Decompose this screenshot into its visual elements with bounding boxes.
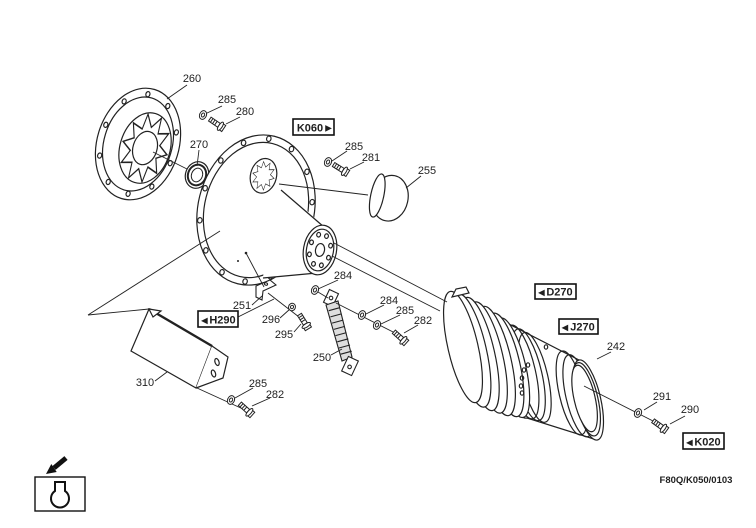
- ref-box-k060-label: K060: [297, 123, 323, 135]
- bolt-282-2: [236, 399, 257, 420]
- part-label-285-1: 285: [218, 94, 236, 106]
- corner-arrow-icon: [46, 456, 68, 474]
- part-label-250: 250: [313, 352, 331, 364]
- seal-270: [184, 161, 210, 189]
- bolt-295: [294, 311, 313, 332]
- part-label-285-3: 285: [396, 305, 414, 317]
- washer-285-2: [322, 155, 334, 169]
- part-label-295: 295: [275, 329, 293, 341]
- nut-296: [288, 302, 296, 312]
- part-label-284-2: 284: [380, 295, 398, 307]
- washer-285-1: [197, 108, 209, 122]
- fasteners: [197, 108, 670, 436]
- part-label-281: 281: [362, 152, 380, 164]
- washer-291: [632, 406, 644, 420]
- part-label-270: 270: [190, 139, 208, 151]
- ref-box-d270-label: D270: [546, 287, 572, 299]
- ref-arrow-right-icon: ▶: [324, 124, 332, 133]
- ref-box-j270[interactable]: ◀ J270: [558, 318, 599, 335]
- ground-strap-250: [322, 288, 360, 377]
- drive-flange-260: [94, 87, 182, 201]
- plug-cap-255: [368, 173, 409, 222]
- part-label-280: 280: [236, 106, 254, 118]
- part-label-255: 255: [418, 165, 436, 177]
- part-label-242: 242: [607, 341, 625, 353]
- bolt-280: [206, 114, 227, 133]
- hub-cylinder: [262, 189, 338, 279]
- ref-arrow-left-icon: ◀: [561, 323, 569, 332]
- washer-284-2: [356, 308, 368, 322]
- washer-285-3: [371, 318, 383, 332]
- ref-box-d270[interactable]: ◀ D270: [534, 283, 577, 300]
- part-label-285-2: 285: [345, 141, 363, 153]
- bolt-290: [649, 416, 670, 436]
- washer-285-4: [225, 393, 237, 407]
- ref-box-h290-label: H290: [209, 315, 235, 327]
- keyhole-icon: [50, 481, 70, 509]
- cover-plate-310: [130, 307, 229, 389]
- part-label-282-2: 282: [266, 389, 284, 401]
- ref-box-k060[interactable]: K060 ▶: [292, 118, 335, 136]
- part-label-296: 296: [262, 314, 280, 326]
- ref-arrow-left-icon: ◀: [537, 288, 545, 297]
- ref-arrow-left-icon: ◀: [200, 316, 208, 325]
- bolt-281: [330, 159, 351, 178]
- washer-284-1: [309, 283, 321, 297]
- ref-box-h290[interactable]: ◀ H290: [197, 310, 239, 328]
- leader-lines: [87, 84, 686, 425]
- part-label-260: 260: [183, 73, 201, 85]
- figure-code: F80Q/K050/0103: [660, 475, 733, 486]
- ref-box-j270-label: J270: [570, 322, 594, 334]
- bracket-251: [255, 279, 278, 301]
- part-label-284-1: 284: [334, 270, 352, 282]
- part-label-291: 291: [653, 391, 671, 403]
- drum-242: [442, 286, 605, 441]
- ref-arrow-left-icon: ◀: [685, 438, 693, 447]
- part-label-310: 310: [136, 377, 154, 389]
- part-label-285-4: 285: [249, 378, 267, 390]
- ref-box-k020-label: K020: [694, 437, 720, 449]
- ref-box-k020[interactable]: ◀ K020: [682, 432, 725, 450]
- part-label-251: 251: [233, 300, 251, 312]
- part-label-290: 290: [681, 404, 699, 416]
- part-label-282-1: 282: [414, 315, 432, 327]
- legend-box: [34, 476, 86, 512]
- hub-face: [302, 224, 338, 276]
